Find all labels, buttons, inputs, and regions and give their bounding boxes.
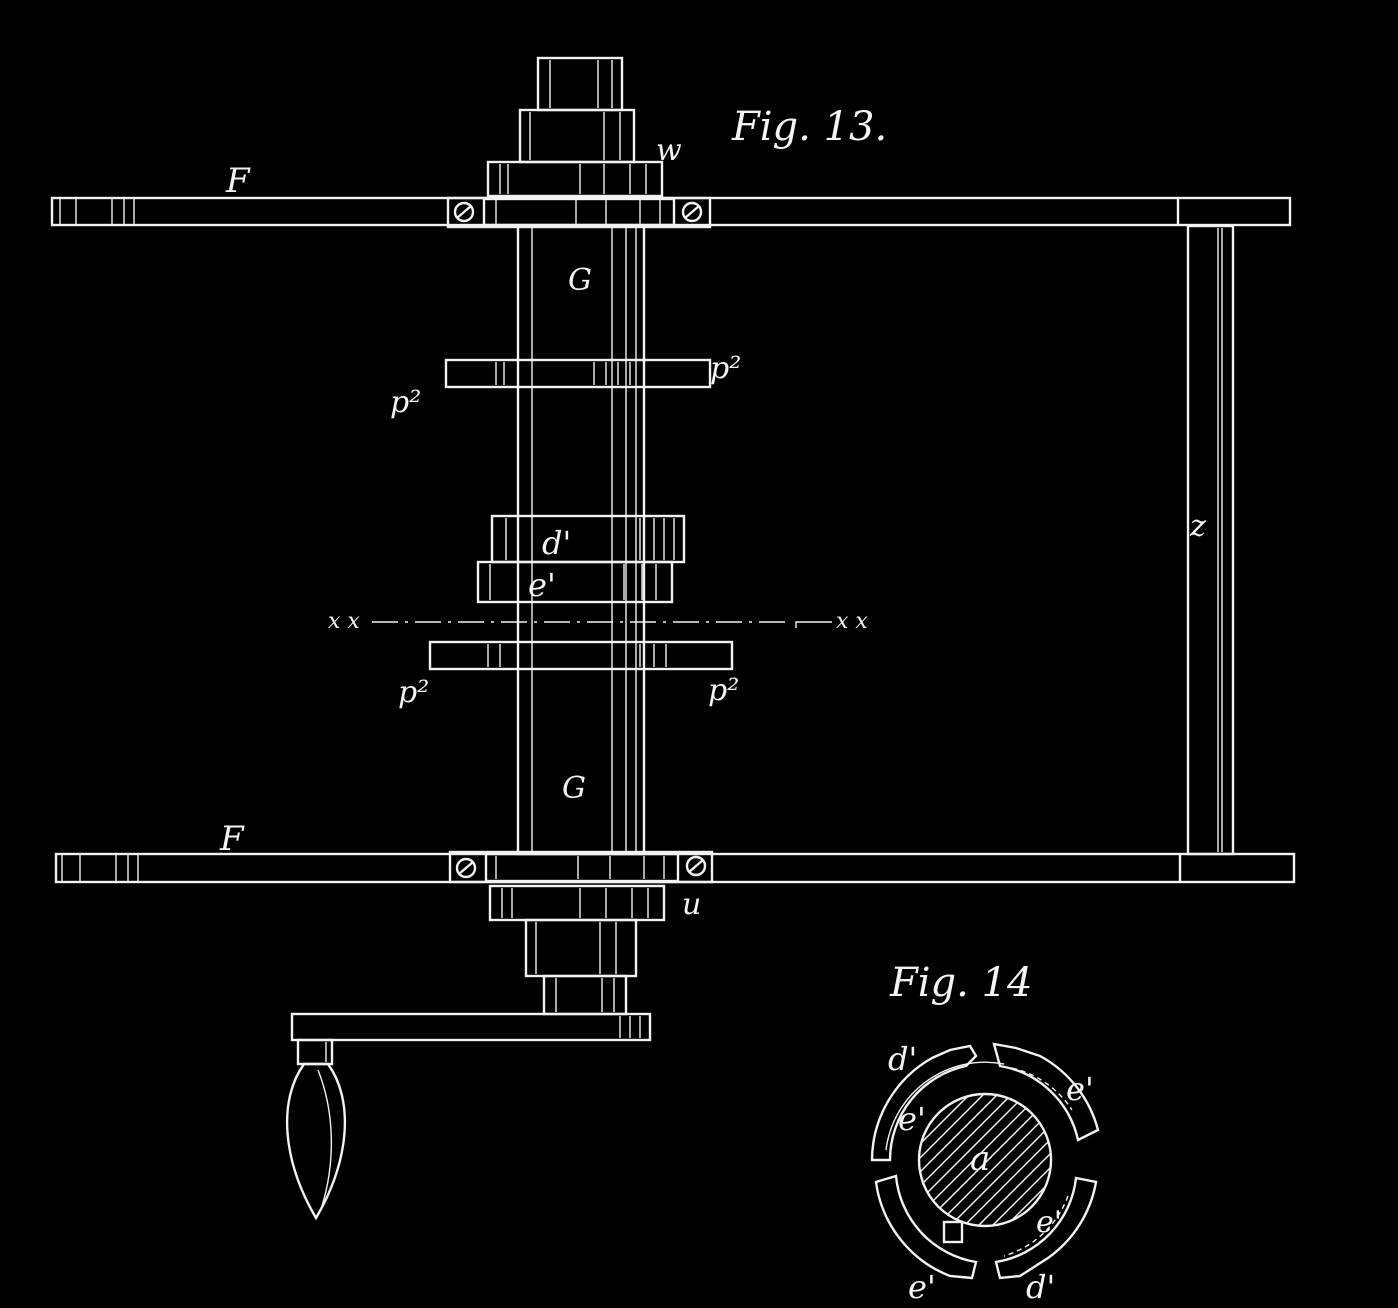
- top-right-screw: [681, 201, 703, 223]
- label-fig14-d-bottom: d': [1026, 1268, 1055, 1306]
- label-bar-z: z: [1189, 509, 1206, 544]
- label-frame-bottom: F: [219, 819, 245, 859]
- crank-arm: [290, 1012, 652, 1042]
- top-frame-bar: [50, 196, 1292, 229]
- label-shaft-lower: G: [562, 771, 586, 806]
- label-fig14-d-top: d': [888, 1040, 917, 1078]
- label-section-left: x x: [328, 609, 360, 634]
- central-shaft: [516, 224, 646, 856]
- label-collar-u: u: [682, 887, 701, 922]
- label-fig14-e-right: e': [1066, 1070, 1094, 1108]
- bottom-hub: [484, 852, 680, 883]
- fig-14-title: Fig. 14: [889, 960, 1032, 1006]
- top-shaft-end: [518, 56, 636, 164]
- crank-handle: [285, 1038, 347, 1221]
- top-left-screw: [453, 201, 475, 223]
- label-collar-w: w: [656, 133, 682, 168]
- bottom-shaft-end: [524, 918, 638, 1016]
- label-arm-lower-right: p²: [708, 673, 739, 708]
- cam-ring: [870, 1042, 1100, 1280]
- label-arm-upper-right: p²: [710, 351, 741, 386]
- label-frame-top: F: [225, 161, 251, 201]
- cam-e: [476, 560, 674, 604]
- label-arm-lower-left: p²: [398, 675, 429, 710]
- cam-d: [490, 514, 686, 564]
- fig-13: Fig. 13. F w G p² p² d' e' x x x x p² p²…: [50, 56, 1296, 1221]
- right-vertical-bar: [1186, 224, 1235, 856]
- label-fig14-e-bottom: e': [908, 1268, 936, 1306]
- top-hub: [482, 197, 676, 227]
- label-cam-d: d': [542, 524, 571, 562]
- fig-13-title: Fig. 13.: [731, 104, 887, 150]
- section-line: [372, 621, 832, 628]
- bottom-right-screw: [685, 855, 707, 877]
- collar-u: [488, 884, 666, 922]
- bottom-left-screw: [455, 857, 477, 879]
- label-fig14-shaft: a: [970, 1139, 990, 1179]
- lower-arm: [428, 640, 734, 671]
- fig-14: Fig. 14: [870, 960, 1100, 1306]
- label-shaft-upper: G: [568, 263, 592, 298]
- label-cam-e: e': [528, 566, 556, 604]
- collar-w: [486, 160, 664, 198]
- upper-arm: [444, 358, 712, 389]
- label-arm-upper-left: p²: [390, 385, 421, 420]
- label-section-right: x x: [836, 609, 868, 634]
- label-fig14-e-left: e': [898, 1100, 926, 1138]
- label-fig14-e-lower-right: e': [1036, 1205, 1062, 1240]
